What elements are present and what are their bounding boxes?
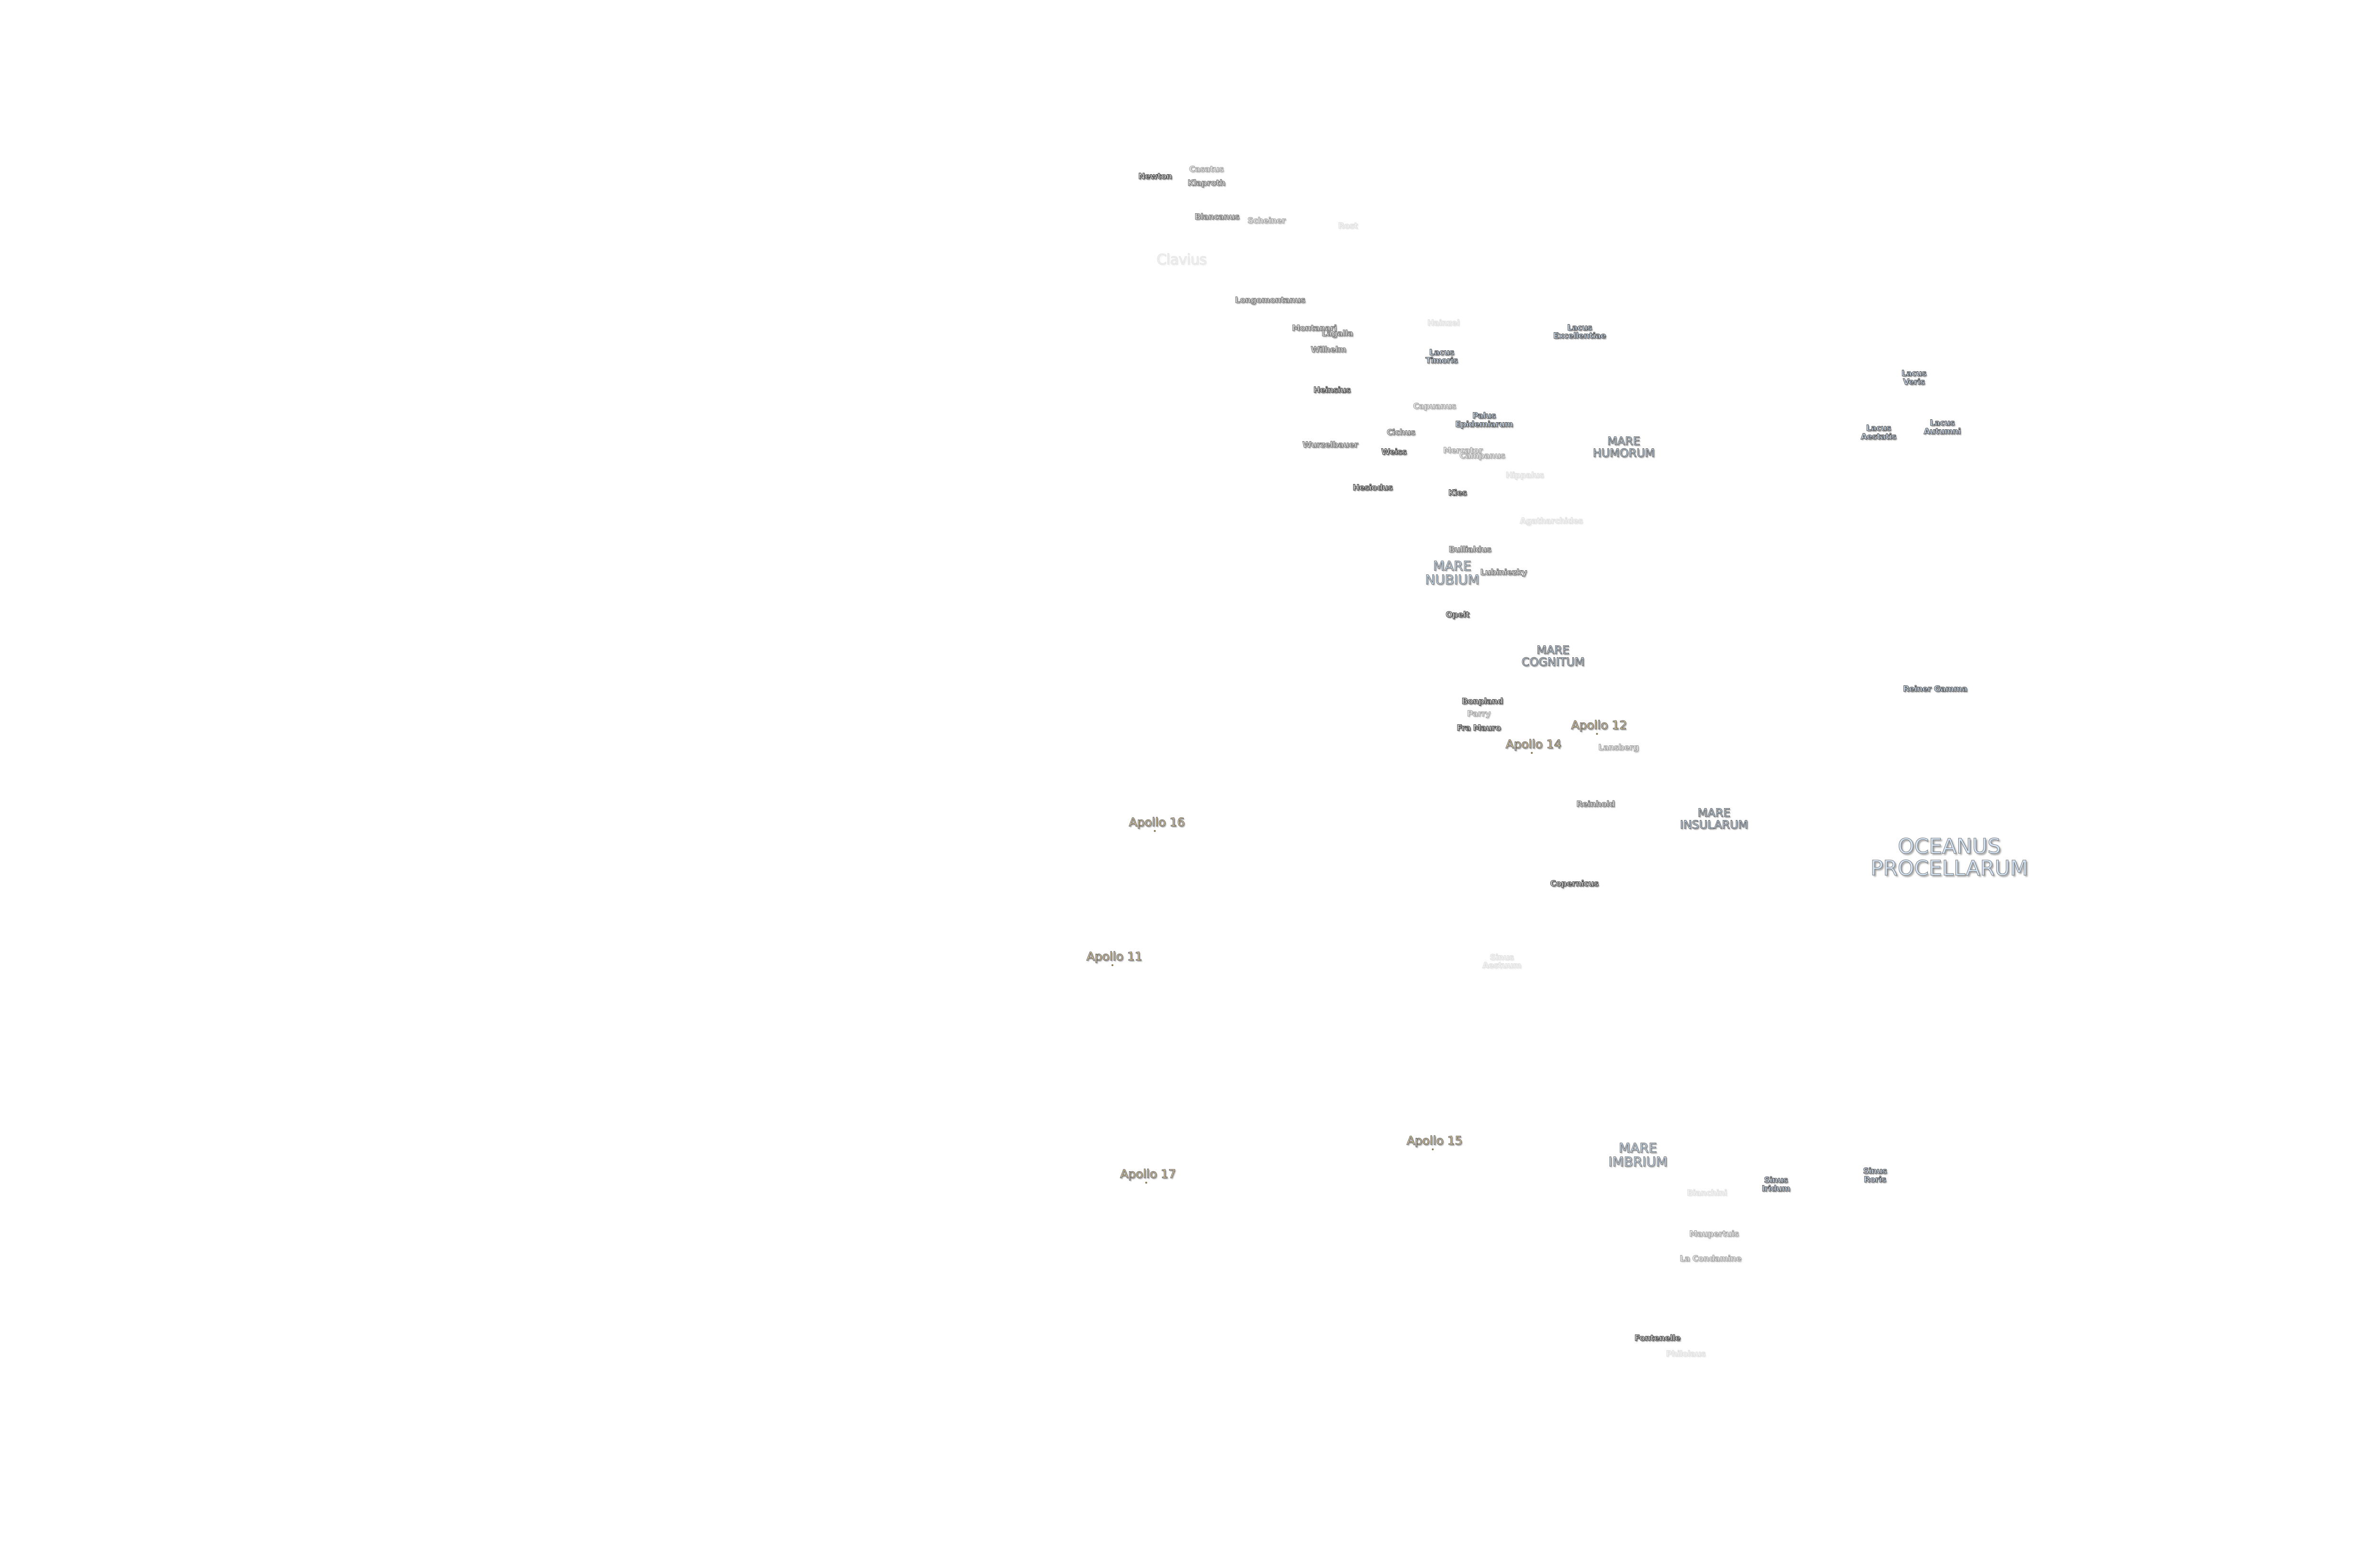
feature-label-blancanus[interactable]: Blancanus [1194,212,1240,222]
feature-label-scheiner[interactable]: Scheiner [1247,216,1286,226]
feature-label-montanari[interactable]: Montanari [1292,324,1337,334]
landing-site-label-apollo-17[interactable]: Apollo 17 [1120,1167,1176,1181]
feature-label-opelt[interactable]: Opelt [1446,610,1470,620]
feature-label-newton[interactable]: Newton [1138,171,1172,181]
feature-label-lacus-timoris[interactable]: Lacus Timoris [1425,347,1458,366]
feature-label-fra-mauro[interactable]: Fra Mauro [1457,723,1501,733]
feature-label-bianchini[interactable]: Bianchini [1687,1188,1727,1198]
landing-site-marker-icon [1431,1148,1434,1150]
feature-label-kies[interactable]: Kies [1448,488,1467,498]
feature-label-lagalla[interactable]: Lagalla [1321,329,1353,339]
feature-label-maupertuis[interactable]: Maupertuis [1689,1229,1739,1239]
landing-site-label-apollo-14[interactable]: Apollo 14 [1506,737,1562,751]
feature-label-lacus-aestatis[interactable]: Lacus Aestatis [1861,424,1897,442]
landing-site-marker-icon [1154,830,1156,832]
landing-site-label-apollo-12[interactable]: Apollo 12 [1571,718,1627,732]
feature-label-casatus[interactable]: Casatus [1189,164,1224,174]
feature-label-agatharchides[interactable]: Agatharchides [1519,516,1583,526]
mare-label-mare-imbrium[interactable]: MARE IMBRIUM [1608,1140,1668,1170]
feature-label-clavius[interactable]: Clavius [1156,251,1207,268]
mare-label-mare-humorum[interactable]: MARE HUMORUM [1593,434,1655,460]
feature-label-lacus-autumni[interactable]: Lacus Autumni [1924,418,1961,437]
feature-label-hesiodus[interactable]: Hesiodus [1352,483,1393,493]
feature-label-fontenelle[interactable]: Fontenelle [1634,1334,1681,1344]
feature-label-mercator[interactable]: Mercator [1443,445,1483,455]
mare-label-mare-cognitum[interactable]: MARE COGNITUM [1521,643,1585,669]
feature-label-sinus-iridum[interactable]: Sinus Iridum [1762,1175,1791,1194]
feature-label-philolaus[interactable]: Philolaus [1666,1349,1706,1359]
feature-label-capuanus[interactable]: Capuanus [1413,401,1457,411]
feature-label-palus-epidemiarum[interactable]: Palus Epidemiarum [1455,411,1514,430]
feature-label-lubiniezky[interactable]: Lubiniezky [1480,568,1527,578]
feature-label-wurzelbauer[interactable]: Wurzelbauer [1302,440,1359,450]
feature-label-wilhelm[interactable]: Wilhelm [1310,345,1347,355]
feature-label-lansberg[interactable]: Lansberg [1598,742,1639,752]
feature-label-reinhold[interactable]: Reinhold [1576,799,1615,809]
landing-site-marker-icon [1530,752,1533,754]
feature-label-hainzel[interactable]: Hainzel [1427,318,1460,328]
feature-label-bullialdus[interactable]: Bullialdus [1448,544,1492,554]
mare-label-mare-nubium[interactable]: MARE NUBIUM [1425,558,1480,588]
feature-label-sinus-roris[interactable]: Sinus Roris [1863,1166,1887,1185]
landing-site-marker-icon [1596,732,1598,735]
feature-label-klaproth[interactable]: Klaproth [1187,178,1225,188]
feature-label-lacus-excellentiae[interactable]: Lacus Excellentiae [1553,323,1606,341]
feature-label-heinsius[interactable]: Heinsius [1313,386,1351,395]
feature-label-campanus[interactable]: Campanus [1459,451,1506,461]
feature-label-longomontanus[interactable]: Longomontanus [1235,295,1306,305]
feature-label-lacus-veris[interactable]: Lacus Veris [1901,369,1927,387]
feature-label-copernicus[interactable]: Copernicus [1550,879,1599,889]
feature-label-cichus[interactable]: Cichus [1387,428,1416,438]
feature-label-reiner-gamma[interactable]: Reiner Gamma [1903,684,1967,694]
landing-site-label-apollo-15[interactable]: Apollo 15 [1407,1133,1463,1147]
landing-site-label-apollo-16[interactable]: Apollo 16 [1129,815,1185,829]
mare-label-oceanus-procellarum[interactable]: OCEANUS PROCELLARUM [1870,834,2028,881]
feature-label-hippalus[interactable]: Hippalus [1506,470,1544,480]
landing-site-label-apollo-11[interactable]: Apollo 11 [1086,949,1142,964]
feature-label-parry[interactable]: Parry [1467,709,1491,719]
mare-label-mare-insularum[interactable]: MARE INSULARUM [1680,806,1748,831]
landing-site-marker-icon [1145,1182,1147,1184]
feature-label-rost[interactable]: Rost [1338,221,1359,231]
feature-label-sinus-aestuum[interactable]: Sinus Aestuum [1482,952,1522,971]
feature-label-la-condamine[interactable]: La Condamine [1679,1254,1742,1264]
feature-label-weiss[interactable]: Weiss [1381,447,1407,457]
feature-label-bonpland[interactable]: Bonpland [1461,697,1503,707]
landing-site-marker-icon [1111,964,1114,967]
